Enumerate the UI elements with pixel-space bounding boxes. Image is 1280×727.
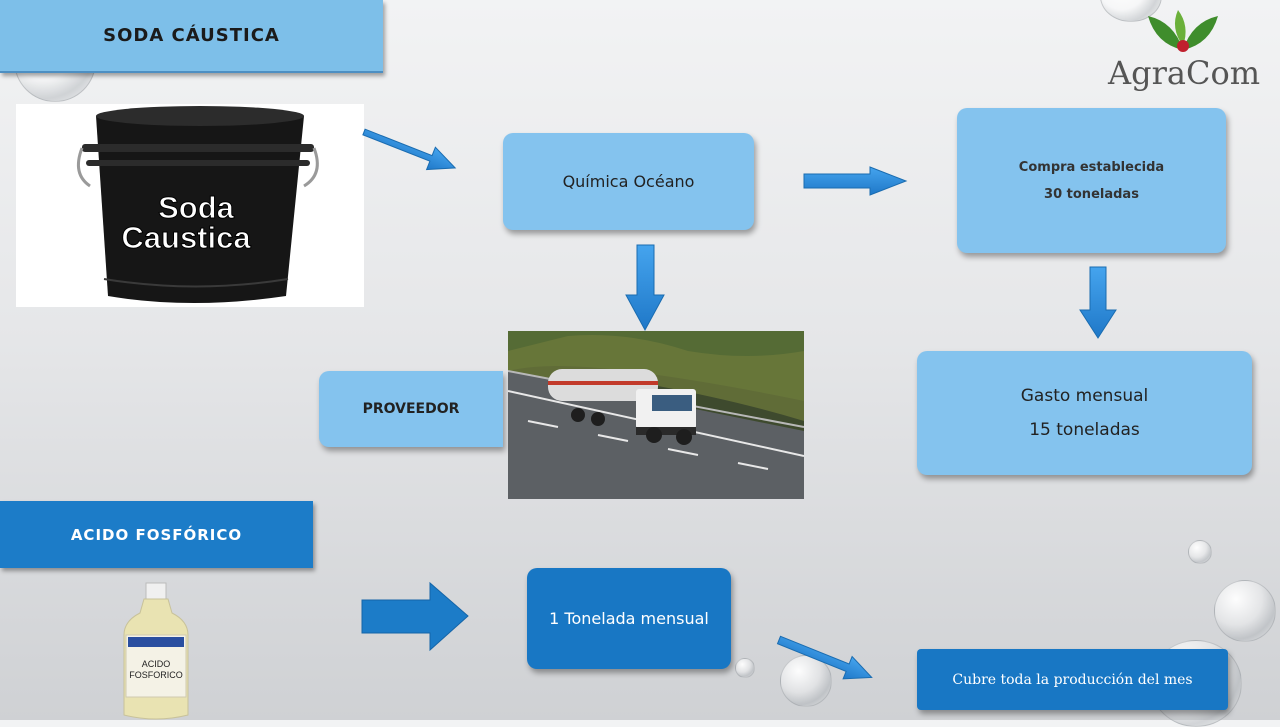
compra-toneladas-value: 30 toneladas xyxy=(1044,186,1139,202)
arrow-quimica-to-truck xyxy=(625,244,665,332)
water-drop-decoration xyxy=(1188,540,1212,564)
arrow-acido-to-tonelada xyxy=(361,581,469,652)
acido-fosforico-header-text: ACIDO FOSFÓRICO xyxy=(70,525,243,544)
agracom-logo: AgraCom xyxy=(1108,4,1261,100)
gasto-mensual-label: Gasto mensual xyxy=(1020,386,1149,406)
proveedor-box: PROVEEDOR xyxy=(319,371,503,447)
cubre-produccion-text: Cubre toda la producción del mes xyxy=(952,671,1193,688)
arrow-tonelada-to-cubre xyxy=(776,635,873,680)
soda-caustica-header: SODA CÁUSTICA xyxy=(0,0,383,73)
bucket-label-line2: Caustica xyxy=(121,220,251,255)
tanker-truck-photo xyxy=(508,331,804,499)
truck-illustration xyxy=(508,331,804,499)
soda-caustica-header-text: SODA CÁUSTICA xyxy=(103,25,280,46)
proveedor-text: PROVEEDOR xyxy=(362,401,460,417)
soda-bucket-image: Soda Caustica xyxy=(16,104,364,307)
bucket-illustration: Soda Caustica xyxy=(76,106,319,303)
water-drop-decoration xyxy=(1214,580,1276,642)
compra-establecida-label: Compra establecida xyxy=(1018,159,1165,175)
compra-establecida-box: Compra establecida 30 toneladas xyxy=(957,108,1226,253)
arrow-soda-to-quimica xyxy=(362,128,457,171)
bucket-label-line1: Soda xyxy=(158,190,235,225)
cubre-produccion-box: Cubre toda la producción del mes xyxy=(917,649,1228,710)
tonelada-mensual-box: 1 Tonelada mensual xyxy=(527,568,731,669)
agracom-leaf-icon xyxy=(1148,10,1218,52)
quimica-oceano-box: Química Océano xyxy=(503,133,754,230)
bottle-label-line2: FOSFORICO xyxy=(129,670,183,680)
arrow-quimica-to-compra xyxy=(803,166,908,196)
bottle-illustration: ACIDO FOSFORICO xyxy=(123,582,189,720)
acido-bottle-image: ACIDO FOSFORICO xyxy=(118,582,194,720)
gasto-toneladas-value: 15 toneladas xyxy=(1029,420,1140,440)
acido-fosforico-header: ACIDO FOSFÓRICO xyxy=(0,501,313,568)
quimica-oceano-text: Química Océano xyxy=(562,172,695,191)
bottle-label-line1: ACIDO xyxy=(142,659,171,669)
agracom-logo-text: AgraCom xyxy=(1108,54,1261,92)
water-drop-decoration xyxy=(735,658,755,678)
gasto-mensual-box: Gasto mensual 15 toneladas xyxy=(917,351,1252,475)
tonelada-mensual-text: 1 Tonelada mensual xyxy=(549,609,709,628)
arrow-compra-to-gasto xyxy=(1079,266,1117,339)
